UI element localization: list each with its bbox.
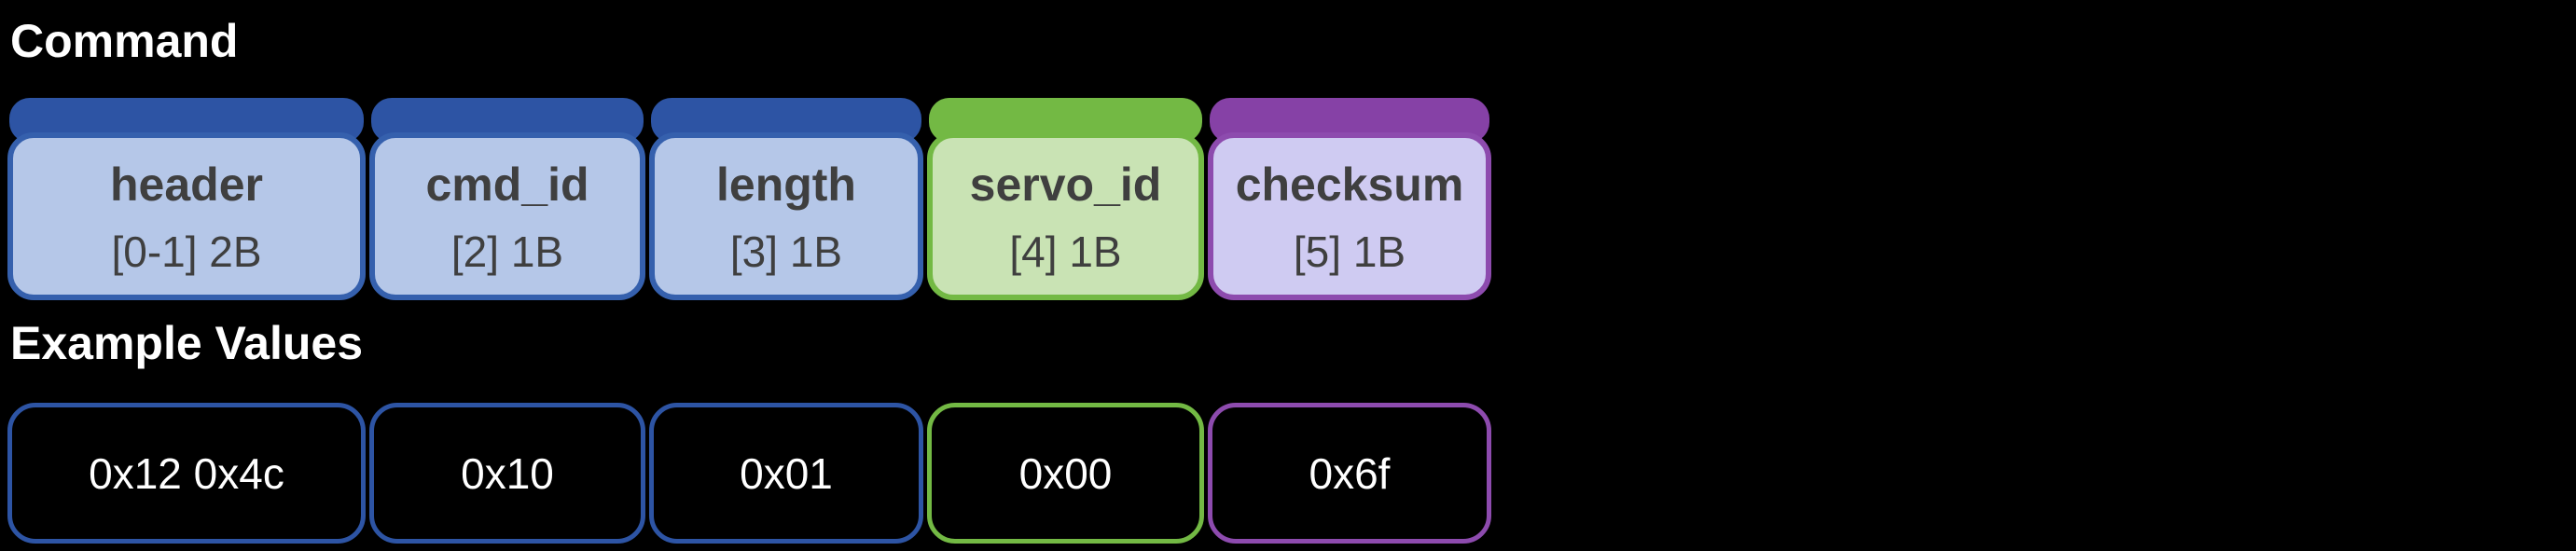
example-values-title: Example Values (10, 317, 364, 369)
field-box-cmd-id: cmd_id [2] 1B (369, 98, 645, 300)
field-name-length: length (716, 158, 856, 211)
field-box-header: header [0-1] 2B (7, 98, 366, 300)
value-box-checksum: 0x6f (1208, 403, 1491, 544)
field-name-header: header (110, 158, 263, 211)
field-body-header: header [0-1] 2B (7, 132, 366, 300)
value-text-cmd-id: 0x10 (461, 448, 554, 498)
field-bytes-checksum: [5] 1B (1293, 227, 1406, 276)
field-box-servo-id: servo_id [4] 1B (927, 98, 1204, 300)
example-value-row: 0x12 0x4c 0x10 0x01 0x00 0x6f (7, 403, 1491, 544)
value-text-servo-id: 0x00 (1018, 448, 1113, 498)
command-title: Command (10, 15, 239, 67)
field-box-checksum: checksum [5] 1B (1208, 98, 1491, 300)
field-name-cmd-id: cmd_id (425, 158, 589, 211)
value-box-servo-id: 0x00 (927, 403, 1204, 544)
value-text-header: 0x12 0x4c (89, 448, 284, 498)
field-body-checksum: checksum [5] 1B (1208, 132, 1491, 300)
field-box-length: length [3] 1B (649, 98, 923, 300)
field-bytes-length: [3] 1B (729, 227, 843, 276)
value-box-cmd-id: 0x10 (369, 403, 645, 544)
field-name-servo-id: servo_id (969, 158, 1162, 211)
field-body-servo-id: servo_id [4] 1B (927, 132, 1204, 300)
field-bytes-servo-id: [4] 1B (1009, 227, 1122, 276)
value-box-length: 0x01 (649, 403, 923, 544)
value-box-header: 0x12 0x4c (7, 403, 366, 544)
field-name-checksum: checksum (1235, 158, 1464, 211)
field-row: header [0-1] 2B cmd_id [2] 1B length [3]… (7, 98, 1491, 300)
field-bytes-header: [0-1] 2B (111, 227, 262, 276)
value-text-checksum: 0x6f (1309, 448, 1391, 498)
field-body-cmd-id: cmd_id [2] 1B (369, 132, 645, 300)
field-bytes-cmd-id: [2] 1B (450, 227, 564, 276)
field-body-length: length [3] 1B (649, 132, 923, 300)
value-text-length: 0x01 (740, 448, 833, 498)
